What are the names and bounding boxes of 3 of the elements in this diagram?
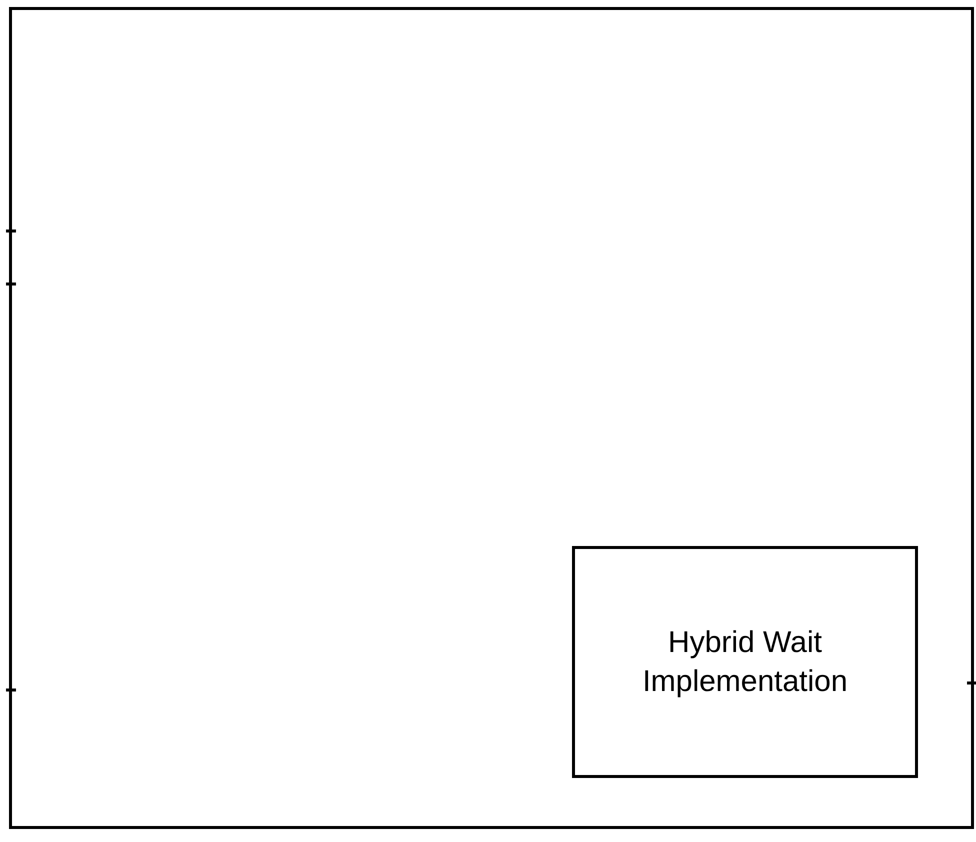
process-box [572,546,918,778]
box-label: Hybrid Wait Implementation [642,625,848,700]
frame-box [9,7,974,829]
